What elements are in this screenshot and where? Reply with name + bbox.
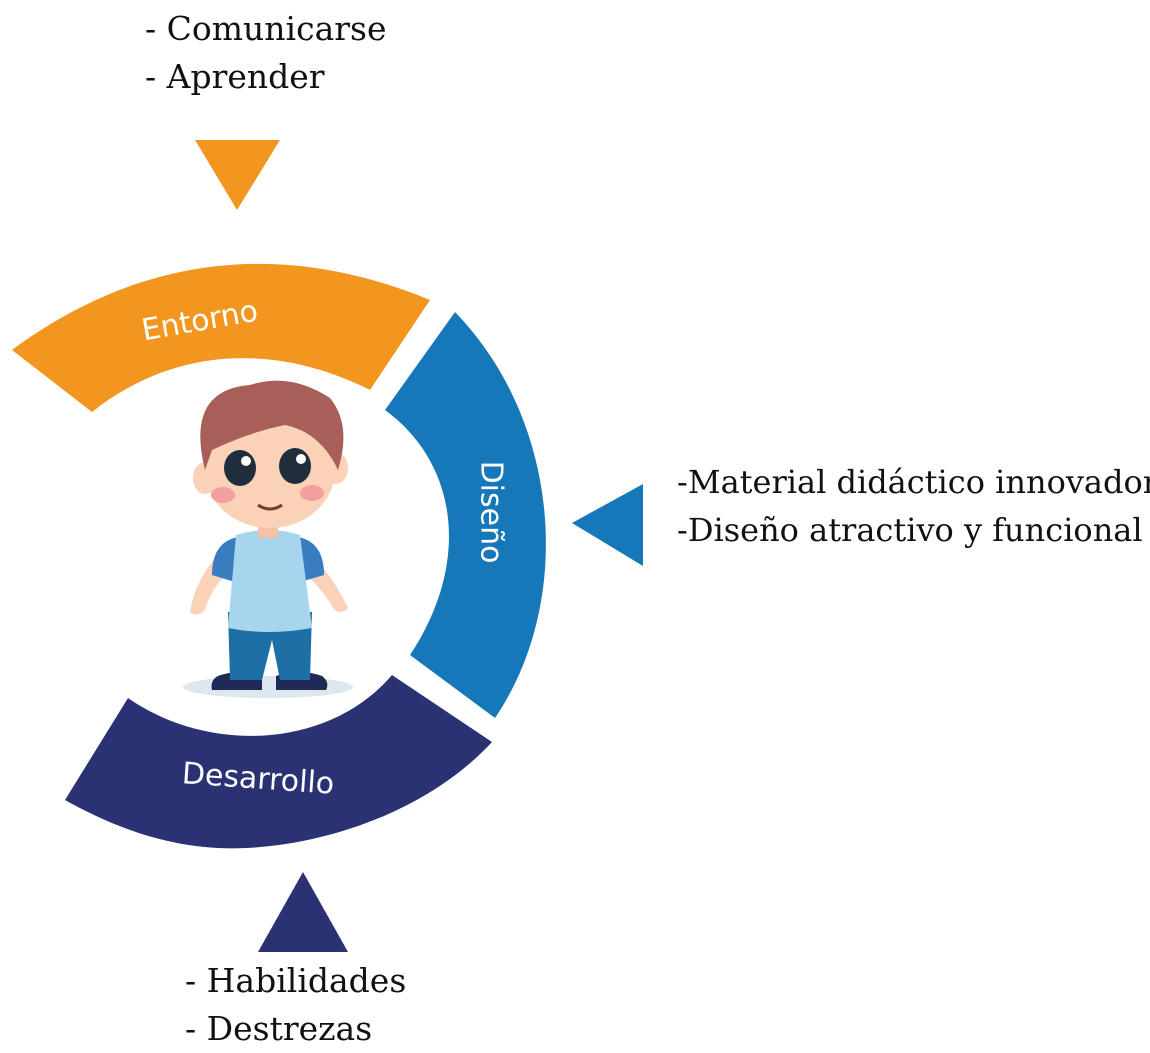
arrow-down-icon xyxy=(195,140,280,210)
note-right-line-1: -Material didáctico innovador xyxy=(677,463,1150,501)
segment-label-diseno: Diseño xyxy=(474,461,509,564)
note-bottom-line-1: - Habilidades xyxy=(185,961,407,1000)
segment-desarrollo xyxy=(65,675,492,849)
child-illustration-icon xyxy=(183,380,353,698)
note-right: -Material didáctico innovador -Diseño at… xyxy=(677,458,1150,554)
note-bottom-line-2: - Destrezas xyxy=(185,1009,373,1048)
segment-diseno xyxy=(385,312,546,718)
segment-entorno xyxy=(12,263,430,412)
note-top: - Comunicarse - Aprender xyxy=(145,5,387,101)
arrow-left-icon xyxy=(572,484,643,566)
note-top-line-2: - Aprender xyxy=(145,57,325,96)
note-right-line-2: -Diseño atractivo y funcional xyxy=(677,511,1143,549)
arrow-up-icon xyxy=(258,872,348,952)
note-bottom: - Habilidades - Destrezas xyxy=(185,957,406,1053)
note-top-line-1: - Comunicarse xyxy=(145,9,387,48)
